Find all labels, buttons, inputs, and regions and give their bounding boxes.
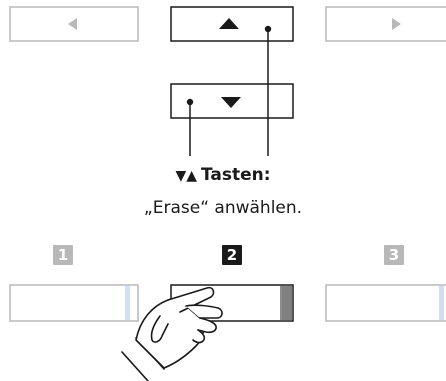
up-button[interactable]	[171, 7, 293, 41]
function-button-3-frame	[326, 285, 446, 321]
function-button-2-led	[282, 286, 292, 320]
function-button-1-frame	[10, 285, 138, 321]
function-button-1[interactable]	[10, 285, 138, 321]
function-button-1-led	[125, 286, 130, 320]
function-button-3[interactable]	[326, 285, 446, 321]
instruction-buttons-label: ▼▲Tasten:	[0, 165, 446, 185]
function-button-2-number: 2	[222, 245, 242, 265]
right-button-frame	[326, 7, 446, 41]
arrows-glyph: ▼▲	[175, 168, 197, 184]
function-button-3-led	[439, 286, 444, 320]
instruction-action: „Erase“ anwählen.	[0, 198, 446, 218]
left-button[interactable]	[10, 7, 138, 41]
right-button[interactable]	[326, 7, 446, 41]
function-button-1-number: 1	[53, 245, 73, 265]
buttons-label: Tasten:	[201, 165, 271, 185]
function-button-3-number: 3	[384, 245, 404, 265]
